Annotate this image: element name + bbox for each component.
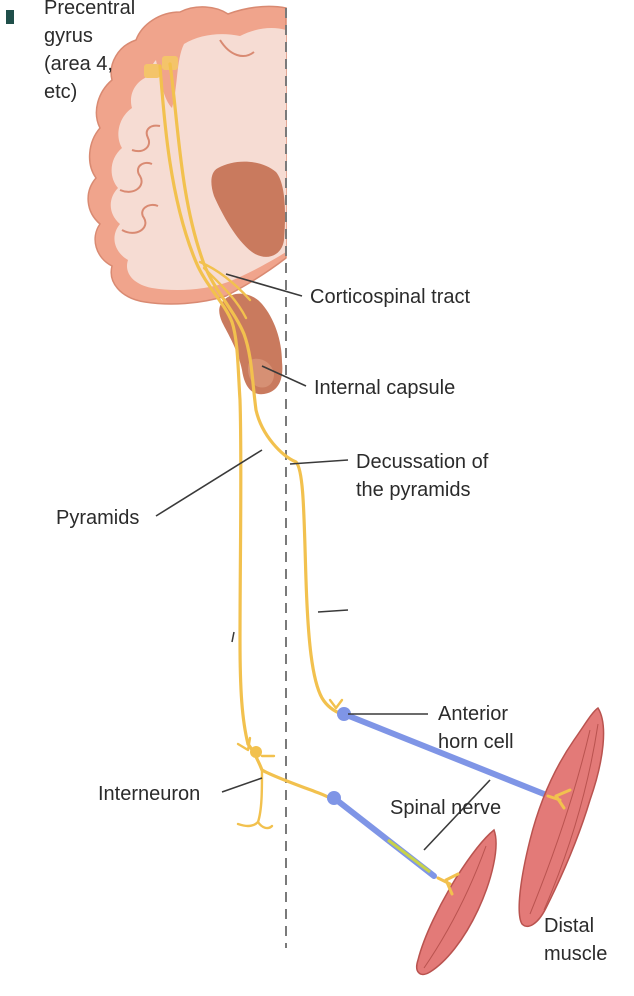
motor-end-plate: [436, 872, 460, 896]
label-line: Distal: [544, 915, 594, 937]
label-pyramids: Pyramids: [56, 507, 139, 529]
label-anterior-horn-cell: Anterior horn cell: [438, 703, 514, 753]
upper-motor-neuron-cell: [144, 64, 160, 78]
spinal-nerve-cell-body: [327, 791, 341, 805]
uncrossed-tract: [158, 64, 250, 746]
interneuron-dendrite: [236, 736, 252, 752]
label-line: Decussation of: [356, 451, 489, 473]
leader-internal-capsule: [261, 365, 307, 387]
label-line: Anterior: [438, 703, 508, 725]
leader-lines: [155, 273, 491, 851]
label-spinal-nerve: Spinal nerve: [390, 797, 501, 819]
label-line: Precentral: [44, 0, 135, 19]
label-corticospinal-tract: Corticospinal tract: [310, 286, 471, 308]
leader-interneuron: [221, 777, 263, 793]
muscle-fiber: [529, 729, 591, 915]
label-line: (area 4,: [44, 53, 113, 75]
spinal-nerve-sheath: [387, 838, 431, 874]
muscles: [416, 706, 605, 976]
interneuron-branch: [236, 768, 264, 828]
tick-mark: [231, 631, 235, 643]
muscle-fiber: [543, 723, 599, 911]
dendrite-branch: [328, 698, 344, 710]
label-decussation: Decussation of the pyramids: [356, 451, 494, 501]
sulcus-line: [119, 162, 153, 193]
sulcus-line: [131, 124, 161, 152]
leader-spinal-nerve: [423, 779, 491, 851]
label-precentral-gyrus: Precentral gyrus (area 4, etc): [44, 0, 141, 103]
label-line: horn cell: [438, 731, 514, 753]
labels: Precentral gyrus (area 4, etc) Corticosp…: [44, 0, 607, 965]
internal-capsule-highlight: [248, 358, 274, 388]
label-line: etc): [44, 81, 77, 103]
label-internal-capsule: Internal capsule: [314, 377, 455, 399]
distal-muscle-shape: [518, 706, 605, 928]
corticospinal-tracts: [158, 62, 349, 830]
proximal-muscle-shape: [416, 828, 497, 976]
anterior-horn-axon: [341, 711, 547, 797]
sulcus-line: [121, 204, 159, 234]
leader-decussation: [289, 459, 349, 465]
anterior-horn-cell-body: [337, 707, 351, 721]
tract-fiber: [202, 266, 248, 320]
leader-pyramids: [155, 449, 263, 517]
label-line: gyrus: [44, 25, 93, 47]
leader-corticospinal: [225, 273, 303, 297]
interneuron-cell-body: [250, 746, 262, 758]
tract-fiber: [198, 260, 252, 302]
label-interneuron: Interneuron: [98, 783, 200, 805]
interneuron-branch: [256, 820, 274, 830]
sulcus-line: [219, 39, 255, 57]
motor-end-plate: [546, 788, 572, 810]
muscle-fiber: [423, 845, 487, 969]
tick-mark: [317, 609, 349, 613]
lower-motor-neurons: [327, 707, 547, 879]
bullet-marker: [6, 10, 14, 24]
basal-ganglia: [211, 161, 286, 257]
label-distal-muscle: Distal muscle: [544, 915, 607, 965]
label-line: muscle: [544, 943, 607, 965]
crossing-tract: [168, 62, 344, 716]
label-line: the pyramids: [356, 479, 471, 501]
